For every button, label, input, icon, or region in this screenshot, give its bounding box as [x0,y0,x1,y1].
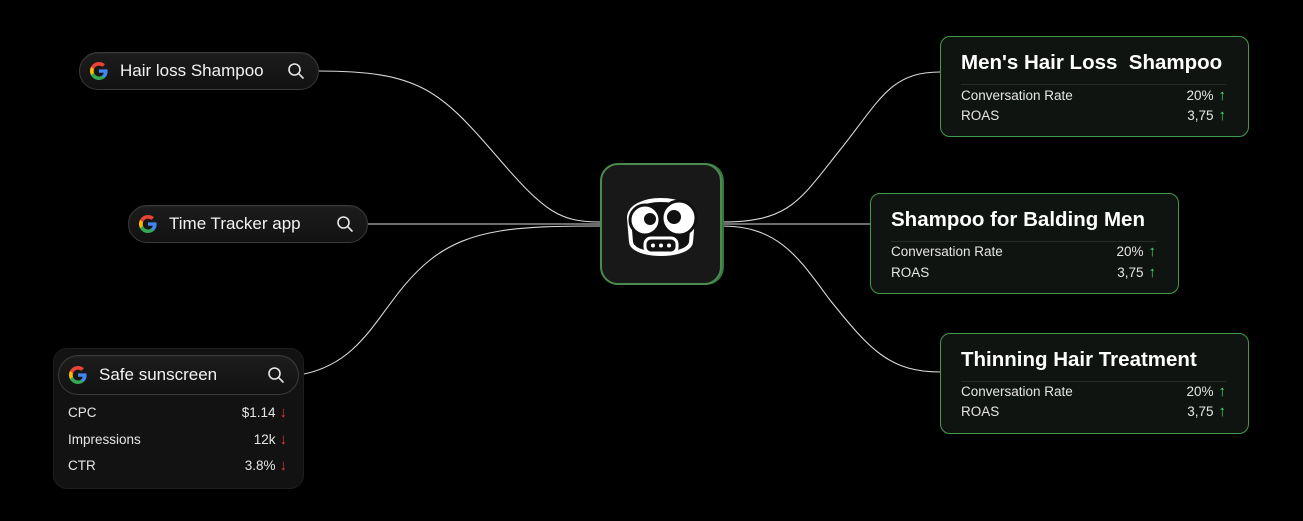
result-title: Thinning Hair Treatment [961,348,1197,371]
arrow-down-icon: ↓ [279,457,288,474]
divider [961,381,1226,382]
connector-hair-loss [317,70,601,223]
search-pill-time-tracker[interactable]: Time Tracker app [128,205,368,243]
search-icon[interactable] [286,61,306,81]
result-title: Men's Hair Loss Shampoo [961,51,1223,74]
search-query: Time Tracker app [169,214,301,233]
google-icon [88,60,110,82]
result-card-thinning[interactable]: Thinning Hair Treatment Conversation Rat… [940,333,1249,434]
metric-row-conversion: Conversation Rate 20% ↑ [961,384,1226,399]
metric-row-conversion: Conversation Rate 20% ↑ [891,244,1156,259]
metric-label: Conversation Rate [961,88,1073,103]
metric-value: 3,75 [1117,265,1144,280]
search-icon[interactable] [266,365,286,385]
metric-label: CTR [68,458,96,473]
google-icon [137,213,159,235]
connector-thinning [721,225,941,373]
metric-label: ROAS [961,404,1000,419]
metric-row-roas: ROAS 3,75 ↑ [961,404,1226,419]
metric-label: ROAS [961,108,1000,123]
search-query: Safe sunscreen [99,365,218,384]
hub-logo-tile[interactable] [600,163,722,285]
connector-mens-shampoo [721,71,941,223]
connector-sunscreen [303,225,601,375]
metric-row-cpc: CPC $1.14↓ [68,405,287,420]
arrow-up-icon: ↑ [1218,383,1227,400]
arrow-down-icon: ↓ [279,431,288,448]
result-card-mens-shampoo[interactable]: Men's Hair Loss Shampoo Conversation Rat… [940,36,1249,137]
metric-row-conversion: Conversation Rate 20% ↑ [961,88,1226,103]
divider [891,241,1156,242]
google-icon [67,364,89,386]
arrow-up-icon: ↑ [1218,87,1227,104]
arrow-down-icon: ↓ [279,404,288,421]
arrow-up-icon: ↑ [1218,403,1227,420]
metric-label: Impressions [68,432,141,447]
metric-value: 3,75 [1187,404,1214,419]
metric-label: Conversation Rate [891,244,1003,259]
metric-row-ctr: CTR 3.8%↓ [68,458,287,473]
metric-value: 3.8% [244,458,276,473]
metric-label: CPC [68,405,97,420]
metric-row-roas: ROAS 3,75 ↑ [891,265,1156,280]
metric-value: 20% [1186,384,1214,399]
search-card-sunscreen: Safe sunscreen CPC $1.14↓ Impressions 12… [53,348,304,489]
metric-value: 20% [1116,244,1144,259]
result-title: Shampoo for Balding Men [891,208,1145,231]
metric-value: 12k [253,432,276,447]
cartoon-face-logo-icon [626,198,698,256]
metric-value: $1.14 [241,405,276,420]
search-pill-hair-loss[interactable]: Hair loss Shampoo [79,52,319,90]
arrow-up-icon: ↑ [1218,107,1227,124]
metric-row-roas: ROAS 3,75 ↑ [961,108,1226,123]
search-pill-sunscreen[interactable]: Safe sunscreen [58,355,299,395]
metric-row-impressions: Impressions 12k↓ [68,432,287,447]
arrow-up-icon: ↑ [1148,264,1157,281]
metric-value: 20% [1186,88,1214,103]
metric-label: Conversation Rate [961,384,1073,399]
search-query: Hair loss Shampoo [120,61,264,80]
result-card-balding[interactable]: Shampoo for Balding Men Conversation Rat… [870,193,1179,294]
metric-label: ROAS [891,265,930,280]
arrow-up-icon: ↑ [1148,243,1157,260]
metric-value: 3,75 [1187,108,1214,123]
search-icon[interactable] [335,214,355,234]
divider [961,84,1226,85]
